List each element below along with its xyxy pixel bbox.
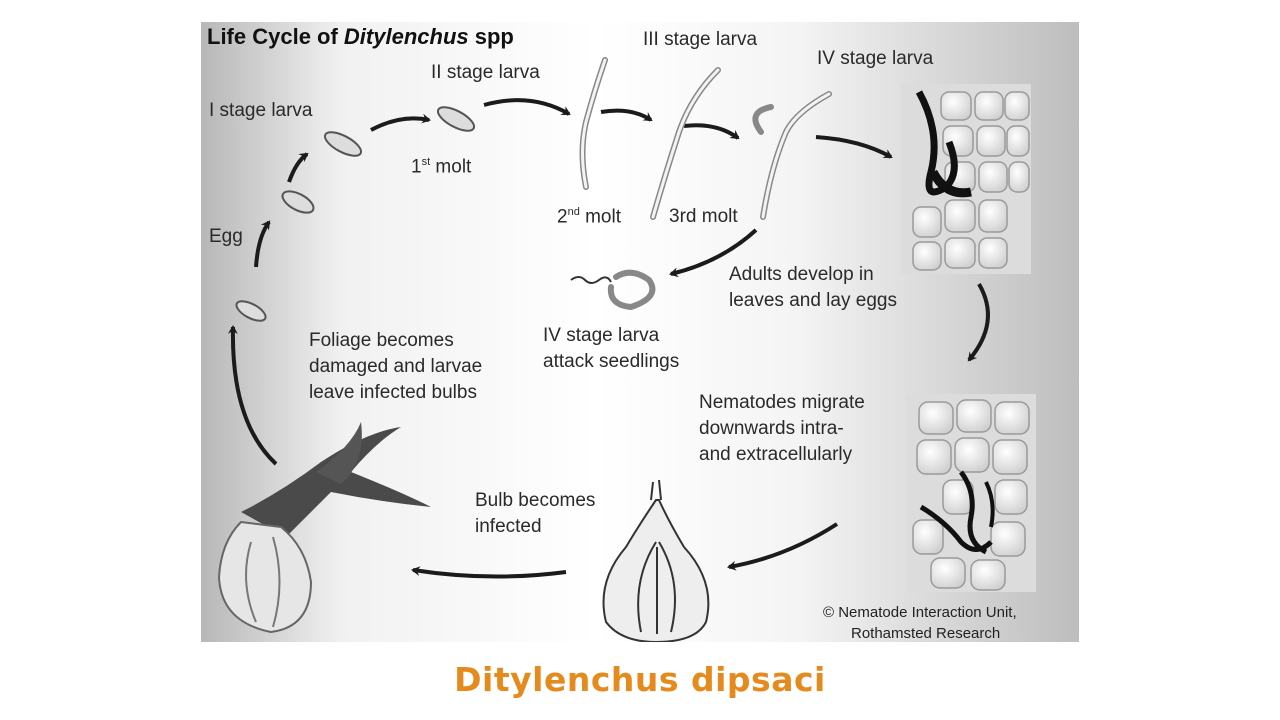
label-molt-2: 2nd molt (557, 206, 622, 228)
label-seedling-line-1: IV stage larva (543, 325, 660, 346)
label-molt-1: 1st molt (411, 156, 472, 178)
label-foliage-line-2: damaged and larvae (309, 356, 483, 377)
label-foliage-line-3: leave infected bulbs (309, 382, 477, 403)
small-larva (570, 276, 612, 284)
diagram-title: Life Cycle of Ditylenchus spp (207, 24, 514, 49)
label-migrate-line-2: downwards intra- (699, 418, 844, 439)
credit-line-2: Rothamsted Research (851, 625, 1001, 642)
label-bulb-line-2: infected (475, 516, 542, 537)
life-cycle-artwork (201, 22, 1079, 642)
label-stage-2: II stage larva (431, 62, 540, 83)
credit-line-1: © Nematode Interaction Unit, (823, 604, 1017, 621)
label-adults-line-1: Adults develop in (729, 264, 874, 285)
egg-shapes (235, 106, 476, 322)
label-migrate-line-3: and extracellularly (699, 444, 853, 465)
cycle-arrows (227, 98, 990, 579)
slide-caption: Ditylenchus dipsaci (454, 660, 826, 699)
label-bulb-line-1: Bulb becomes (475, 490, 596, 511)
label-egg: Egg (209, 226, 243, 247)
bulb-tissue-bottom (906, 394, 1036, 592)
label-molt-3: 3rd molt (669, 206, 738, 227)
label-foliage-line-1: Foliage becomes (309, 330, 454, 351)
onion-plant (217, 422, 431, 634)
leaf-tissue-top (901, 84, 1031, 274)
label-seedling-line-2: attack seedlings (543, 351, 680, 372)
label-stage-4: IV stage larva (817, 48, 934, 69)
label-stage-1: I stage larva (209, 100, 313, 121)
life-cycle-figure: Life Cycle of Ditylenchus spp I stage la… (201, 22, 1079, 642)
label-migrate-line-1: Nematodes migrate (699, 392, 865, 413)
label-stage-3: III stage larva (643, 29, 758, 50)
label-adults-line-2: leaves and lay eggs (729, 290, 897, 311)
